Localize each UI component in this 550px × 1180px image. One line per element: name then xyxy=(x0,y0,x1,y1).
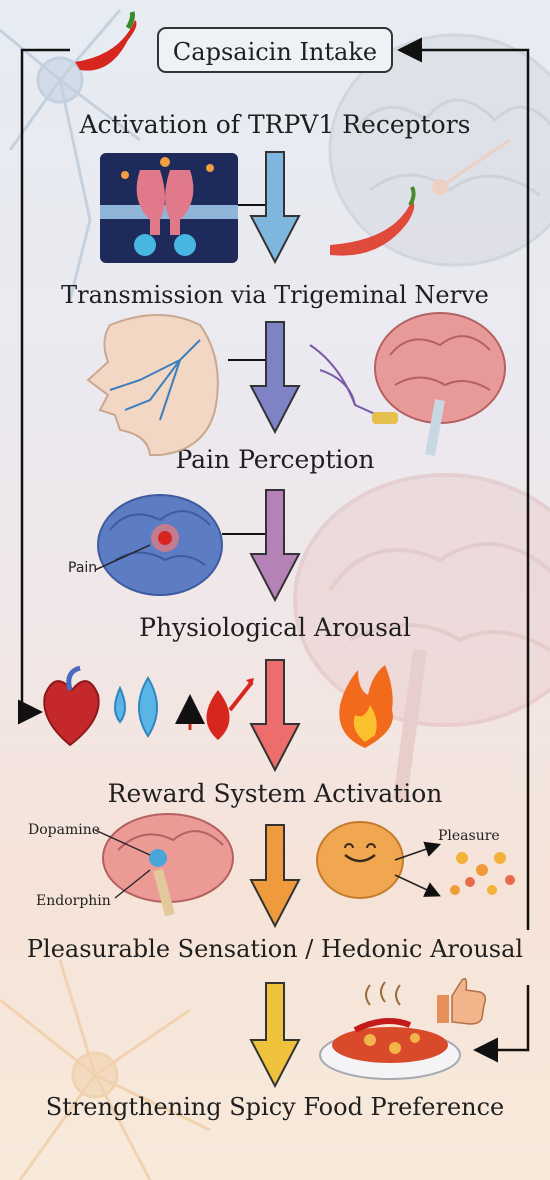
blood-pressure-icon xyxy=(175,678,254,740)
brain-pain-icon xyxy=(94,494,223,596)
chili-pepper-icon xyxy=(330,186,416,256)
step-preference-label: Strengthening Spicy Food Preference xyxy=(45,1093,505,1121)
feedback-loop-dish xyxy=(473,985,530,1063)
flow-arrow-5 xyxy=(249,824,301,929)
pleasure-annotation: Pleasure xyxy=(438,828,500,844)
spicy-dish-icon xyxy=(319,981,461,1080)
flow-arrow-3 xyxy=(222,489,301,603)
neuron-bottom-icon xyxy=(0,959,211,1180)
flame-icon xyxy=(339,665,393,748)
brain-dopamine-icon xyxy=(94,813,234,917)
flow-arrow-4 xyxy=(249,659,301,773)
flow-arrow-1 xyxy=(238,151,301,265)
endorphin-annotation: Endorphin xyxy=(36,893,111,909)
step-pain-label: Pain Perception xyxy=(175,445,375,474)
chili-pepper-icon xyxy=(75,11,137,71)
step-trigeminal-label: Transmission via Trigeminal Nerve xyxy=(61,281,489,309)
step-trpv1-label: Activation of TRPV1 Receptors xyxy=(79,110,471,139)
step-pleasure-label: Pleasurable Sensation / Hedonic Arousal xyxy=(26,935,524,963)
heart-icon xyxy=(43,665,100,747)
capsaicin-intake-label: Capsaicin Intake xyxy=(172,38,378,66)
dopamine-annotation: Dopamine xyxy=(28,822,101,838)
pain-annotation: Pain xyxy=(68,560,98,576)
feedback-loop-right xyxy=(397,37,530,930)
capsaicin-intake-box: Capsaicin Intake xyxy=(157,27,393,73)
face-nerve-icon xyxy=(86,314,219,456)
flow-arrow-2 xyxy=(228,321,301,435)
sweat-drops-icon xyxy=(114,676,158,738)
step-reward-label: Reward System Activation xyxy=(107,779,443,808)
trpv1-receptor-icon xyxy=(100,153,238,263)
brain-nerve-icon xyxy=(309,312,506,456)
step-arousal-label: Physiological Arousal xyxy=(139,613,411,642)
flow-arrow-6 xyxy=(249,982,301,1089)
background-brain-top xyxy=(328,33,550,267)
neuron-icon xyxy=(0,9,141,301)
background-brain-mid xyxy=(293,473,550,801)
happy-brain-icon xyxy=(316,821,515,899)
thumbs-up-icon xyxy=(437,978,487,1025)
feedback-loop-left xyxy=(18,48,70,725)
